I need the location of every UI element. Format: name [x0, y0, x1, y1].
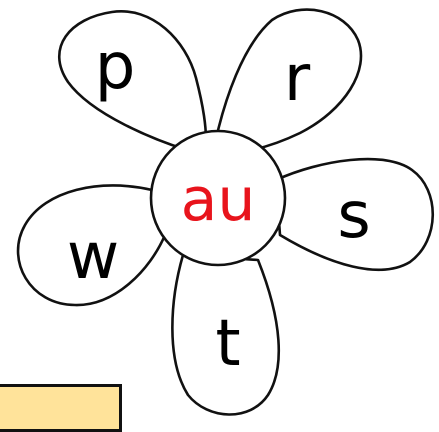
- petal-letter-p: p: [95, 30, 136, 104]
- petal-letter-t: t: [215, 307, 240, 381]
- petal-letter-r: r: [284, 42, 311, 116]
- answer-box[interactable]: [0, 384, 122, 432]
- center-text: au: [181, 165, 256, 235]
- petal-letter-w: w: [67, 220, 119, 294]
- petal-letter-s: s: [337, 179, 370, 253]
